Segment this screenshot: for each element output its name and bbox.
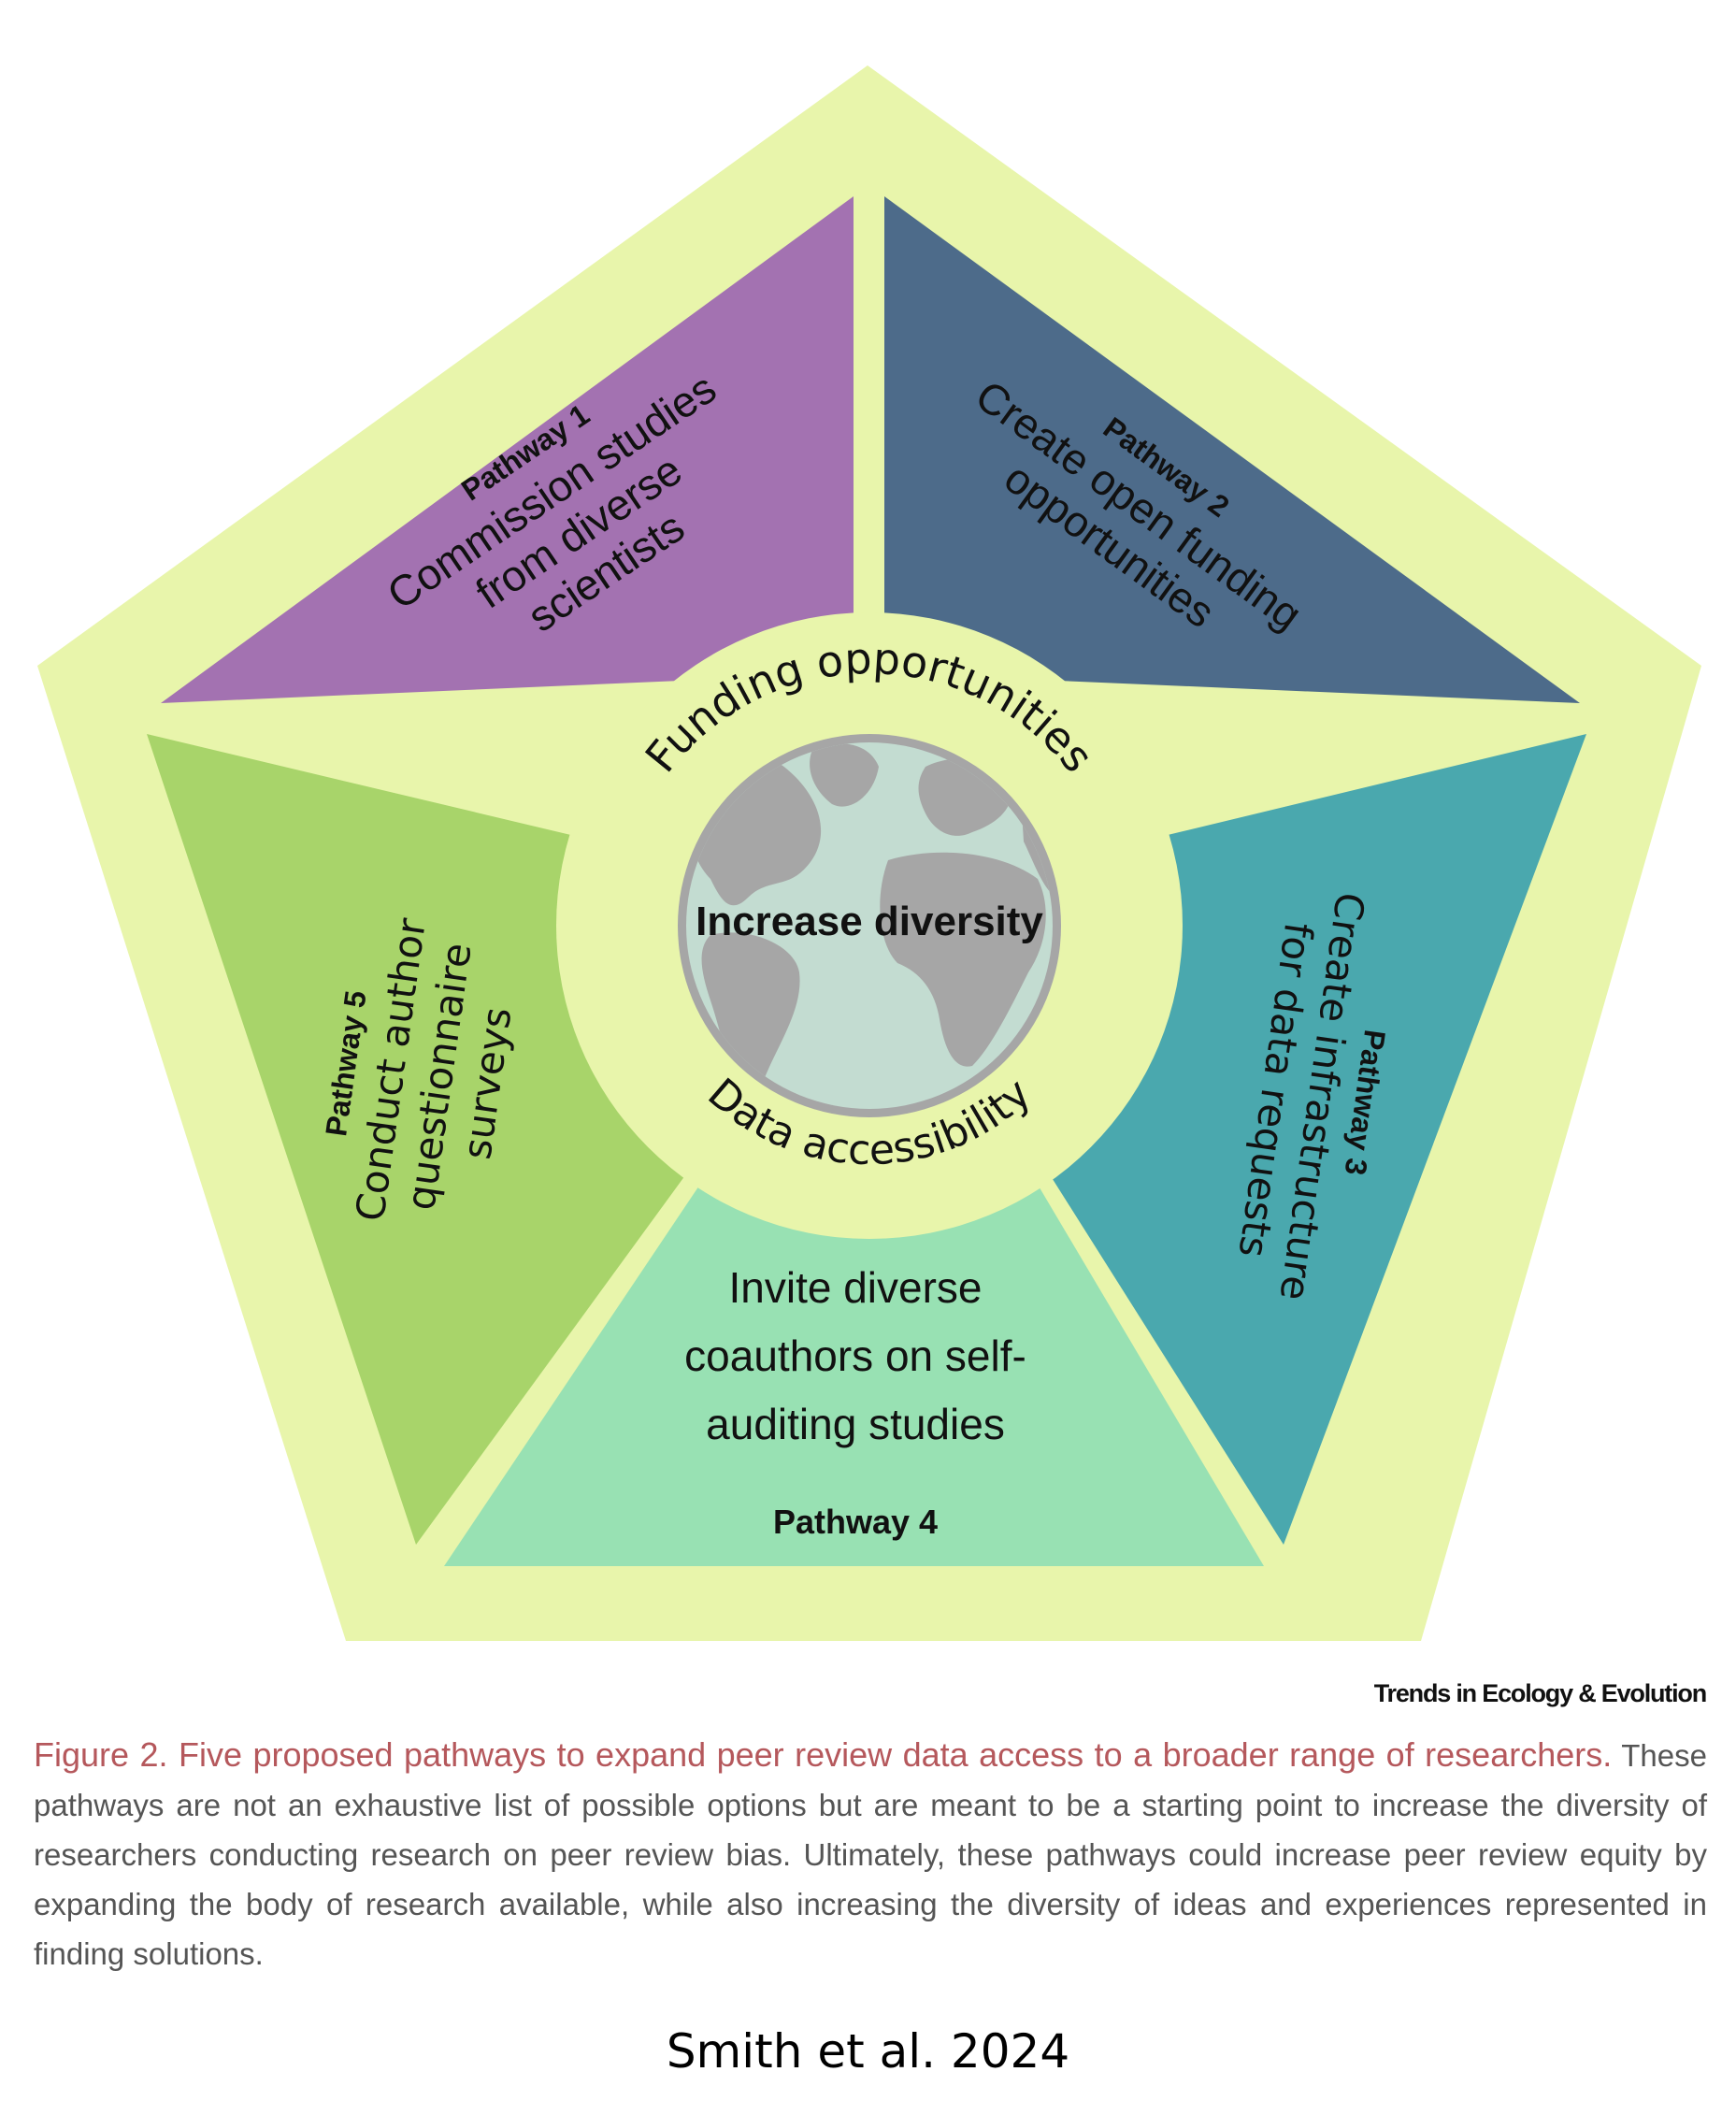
pathway-1-segment[interactable] bbox=[161, 196, 854, 703]
center-title: Increase diversity bbox=[696, 899, 1043, 944]
pathway-4-line-2: coauthors on self- bbox=[684, 1331, 1026, 1380]
caption-body: These pathways are not an exhaustive lis… bbox=[34, 1738, 1707, 1971]
figure-caption: Figure 2. Five proposed pathways to expa… bbox=[34, 1730, 1707, 1978]
journal-name: Trends in Ecology & Evolution bbox=[1373, 1679, 1707, 1707]
pathway-2-segment[interactable] bbox=[884, 196, 1580, 703]
pathway-4-segment[interactable] bbox=[444, 1169, 1264, 1566]
pathway-4-line-1: Invite diverse bbox=[728, 1263, 982, 1312]
pathways-diagram: Funding opportunities Data accessibility… bbox=[37, 65, 1701, 1641]
caption-title: Figure 2. Five proposed pathways to expa… bbox=[34, 1735, 1613, 1774]
pathway-4-title: Pathway 4 bbox=[773, 1503, 938, 1541]
pathway-4-label: Invite diverse coauthors on self- auditi… bbox=[684, 1263, 1026, 1541]
citation: Smith et al. 2024 bbox=[666, 2024, 1070, 2079]
pathway-4-line-3: auditing studies bbox=[706, 1400, 1005, 1448]
